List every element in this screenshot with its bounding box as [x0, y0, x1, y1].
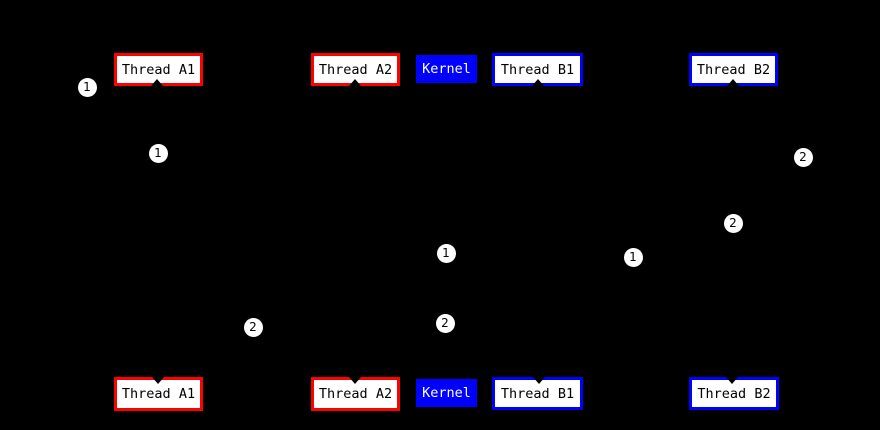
arrowhead-notch-thread-b1-top — [532, 79, 544, 86]
arrowhead-notch-thread-a1-bottom — [152, 377, 164, 384]
node-label-thread-b2-bottom: Thread B2 — [697, 385, 771, 402]
sequence-step-marker-2-7: 2 — [243, 317, 263, 337]
node-label-thread-a2-top: Thread A2 — [318, 61, 393, 78]
sequence-step-marker-2-3: 2 — [723, 213, 743, 233]
node-label-thread-b2-top: Thread B2 — [696, 61, 771, 78]
sequence-step-marker-2-6: 2 — [435, 313, 455, 333]
sequence-step-marker-2-2: 2 — [793, 147, 813, 167]
node-thread-b2-bottom: Thread B2 — [689, 377, 779, 410]
node-label-thread-a1-top: Thread A1 — [121, 61, 196, 78]
node-label-thread-b1-top: Thread B1 — [500, 61, 575, 78]
node-kernel-top: Kernel — [416, 55, 477, 83]
sequence-step-marker-1-5: 1 — [623, 247, 643, 267]
arrowhead-notch-thread-a2-bottom — [349, 377, 361, 384]
node-label-kernel-bottom: Kernel — [422, 385, 471, 401]
arrowhead-notch-thread-a1-top — [151, 79, 163, 86]
sequence-step-marker-1-1: 1 — [148, 143, 168, 163]
node-kernel-bottom: Kernel — [416, 379, 477, 407]
arrowhead-notch-thread-b1-bottom — [533, 377, 545, 384]
node-label-thread-b1-bottom: Thread B1 — [500, 385, 575, 402]
arrowhead-notch-thread-a2-top — [349, 79, 361, 86]
node-label-kernel-top: Kernel — [422, 61, 471, 77]
node-label-thread-a1-bottom: Thread A1 — [121, 386, 196, 402]
sequence-step-marker-1-0: 1 — [77, 77, 97, 97]
arrowhead-notch-thread-b2-top — [727, 79, 739, 86]
arrowhead-notch-thread-b2-bottom — [726, 377, 738, 384]
sequence-step-marker-1-4: 1 — [436, 243, 456, 263]
node-label-thread-a2-bottom: Thread A2 — [318, 386, 393, 402]
node-thread-a1-top: Thread A1 — [114, 53, 203, 86]
